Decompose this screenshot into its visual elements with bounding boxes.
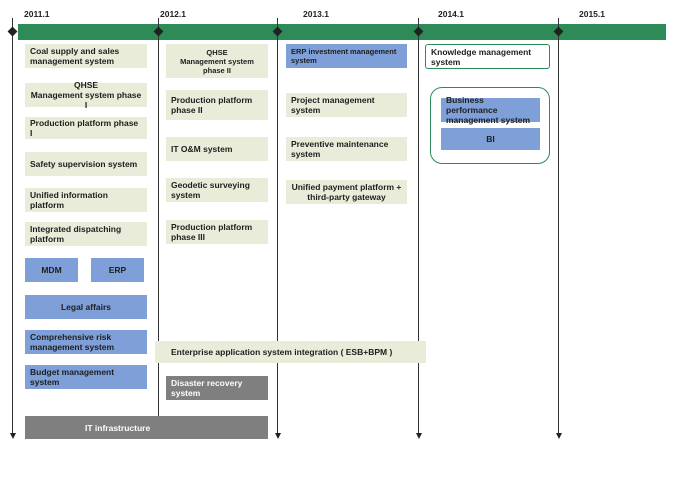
milestone-marker-2011 [7,26,18,37]
risk-management-box: Comprehensive risk management system [25,330,147,354]
year-label-2012: 2012.1 [160,9,186,19]
it-infrastructure-box: IT infrastructure [25,416,268,439]
production-platform-phase3-box: Production platform phase III [166,220,268,244]
preventive-maintenance-box: Preventive maintenance system [286,137,407,161]
bi-box: BI [441,128,540,150]
business-performance-group [430,87,550,164]
legal-affairs-box: Legal affairs [25,295,147,319]
disaster-recovery-box: Disaster recovery system [166,376,268,400]
year-label-2013: 2013.1 [303,9,329,19]
safety-supervision-box: Safety supervision system [25,152,147,176]
timeline-divider-2012 [158,18,159,434]
production-platform-phase2-box: Production platform phase II [166,90,268,120]
year-label-2011: 2011.1 [24,9,50,19]
timeline-divider-2013 [277,18,278,434]
budget-management-box: Budget management system [25,365,147,389]
coal-supply-sales-box: Coal supply and sales management system [25,44,147,68]
timeline-bar [18,24,666,40]
erp-investment-box: ERP investment management system [286,44,407,68]
integrated-dispatching-box: Integrated dispatching platform [25,222,147,246]
esb-bpm-integration-box: Enterprise application system integratio… [155,341,426,363]
knowledge-management-box: Knowledge management system [425,44,550,69]
unified-payment-box: Unified payment platform + third-party g… [286,180,407,204]
geodetic-surveying-box: Geodetic surveying system [166,178,268,202]
arrow-down-icon [275,433,281,439]
unified-information-box: Unified information platform [25,188,147,212]
timeline-divider-2011 [12,18,13,434]
timeline-divider-2015 [558,18,559,434]
it-om-box: IT O&M system [166,137,268,161]
business-performance-box: Business performance management system [441,95,540,125]
arrow-down-icon [416,433,422,439]
timeline-divider-2014 [418,18,419,434]
erp-box: ERP [91,258,144,282]
project-management-box: Project management system [286,93,407,117]
arrow-down-icon [10,433,16,439]
year-label-2015: 2015.1 [579,9,605,19]
year-label-2014: 2014.1 [438,9,464,19]
production-platform-phase1-box: Production platform phase I [25,117,147,139]
mdm-box: MDM [25,258,78,282]
arrow-down-icon [556,433,562,439]
